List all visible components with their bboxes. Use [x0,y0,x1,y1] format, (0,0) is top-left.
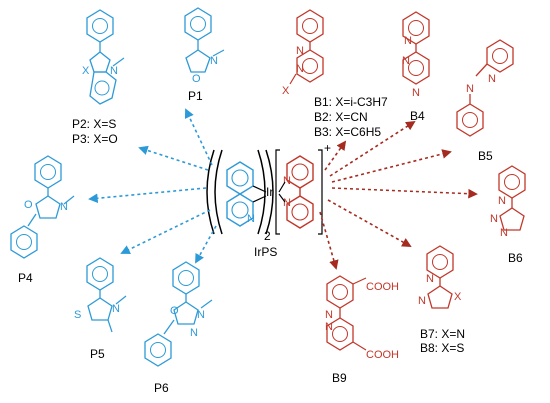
bpy-ring-bottom [286,195,314,229]
b9-cooh-top: COOH [366,281,399,293]
label-p1: P1 [188,89,203,103]
arrow-to-b6 [331,187,478,199]
b9-N-bottom: N [325,321,333,333]
ligand-b6: N N N B6 [490,165,526,265]
p6-O-atom: O [170,305,179,317]
ligand-b9: COOH N N COOH B9 [325,275,399,385]
blue-arrows [88,108,217,264]
complex-name: IrPS [254,245,277,259]
b7-X-atom: X [454,291,462,303]
ir-bpy-bond-2 [278,193,286,203]
arrow-to-p6 [195,225,217,264]
b6-N-pyridine: N [498,195,506,207]
right-paren-outer [265,149,274,235]
b6-N-pyrazole-1: N [490,213,498,225]
label-p3: P3: X=O [72,132,118,146]
p6-N1-atom: N [197,309,205,321]
left-paren [206,149,215,235]
arrow-to-b5 [331,149,452,183]
ppy-phenyl-aromatic [231,169,249,187]
label-b3: B3: X=C6H5 [314,125,381,139]
left-paren-inner [214,149,223,235]
ir-bpy-bond-1 [278,181,286,193]
ppy-ir-bond-n [252,195,267,203]
label-b9: B9 [332,371,347,385]
b4-N-3: N [412,87,420,99]
arrow-to-b7 [327,199,412,247]
b4-N-1: N [404,35,412,47]
label-p2: P2: X=S [72,117,116,131]
label-p6: P6 [154,381,169,395]
ppy-ir-bond-c [252,185,267,193]
ligand-p4: O N P4 [10,155,75,285]
p5-N-atom: N [112,303,120,315]
ppy-subscript: 2 [264,229,271,243]
p4-O-atom: O [24,199,33,211]
bpy-N1: N [283,175,291,187]
label-b2: B2: X=CN [314,110,368,124]
bpy-bracket-left [275,149,280,235]
label-b6: B6 [508,251,523,265]
right-paren [257,149,266,235]
b7-N-ring: N [418,295,426,307]
label-p5: P5 [90,347,105,361]
ligand-p5: S N P5 [74,257,127,361]
p1-N-atom: N [210,55,218,67]
ppy-N-atom: N [247,213,255,225]
label-b5: B5 [478,149,493,163]
p1-O-atom: O [192,73,201,85]
bpy-bracket-right [318,149,323,235]
ligand-p6: O N N P6 [144,261,213,395]
p2-N-atom: N [110,65,118,77]
label-p4: P4 [18,271,33,285]
bpy-ring-bottom-aromatic [291,203,309,221]
ligand-b7-b8: N N X B7: X=N B8: X=S [418,245,465,355]
bpy-ring-top-aromatic [291,163,309,181]
label-b7: B7: X=N [420,327,465,341]
arrow-to-b9 [319,211,339,270]
ligand-b5: N N B5 [456,39,514,163]
label-b1: B1: X=i-C3H7 [314,95,388,109]
central-ir-complex: N 2 Ir N N + IrPS [206,141,331,259]
arrow-to-p5 [120,209,211,254]
red-arrows [319,120,478,270]
b1-N-top: N [296,45,304,57]
ligand-p2-p3: X N P2: X=S P3: X=O [72,9,125,146]
b1-N-bottom: N [296,63,304,75]
arrow-to-p1 [184,108,213,166]
p4-N-atom: N [60,201,68,213]
b6-N-pyrazole-2: N [500,227,508,239]
bpy-N2: N [283,197,291,209]
ligand-p1: O N P1 [184,7,225,103]
ppy-phenyl-ring [226,161,254,195]
b9-cooh-bottom: COOH [366,349,399,361]
ppy-pyridine-aromatic [231,201,249,219]
p6-N2-atom: N [190,327,198,339]
b1-X-atom: X [282,85,290,97]
arrow-to-b4 [329,120,416,177]
label-b8: B8: X=S [420,341,464,355]
arrow-to-p4 [88,187,207,204]
ligand-b4: N N N B4 [402,11,430,123]
complex-charge: + [324,141,331,155]
b7-N-pyridine: N [426,273,434,285]
p2-X-atom: X [82,65,90,77]
b4-N-2: N [402,55,410,67]
label-b4: B4 [410,109,425,123]
b5-N-amine: N [466,83,474,95]
ligand-b1-b3: N N X B1: X=i-C3H7 B2: X=CN B3: X=C6H5 [282,9,388,139]
p5-S-atom: S [74,309,81,321]
b9-N-top: N [325,309,333,321]
arrow-to-p2 [138,145,209,171]
metal-atom: Ir [266,185,273,199]
b5-N-pyridine: N [488,73,496,85]
